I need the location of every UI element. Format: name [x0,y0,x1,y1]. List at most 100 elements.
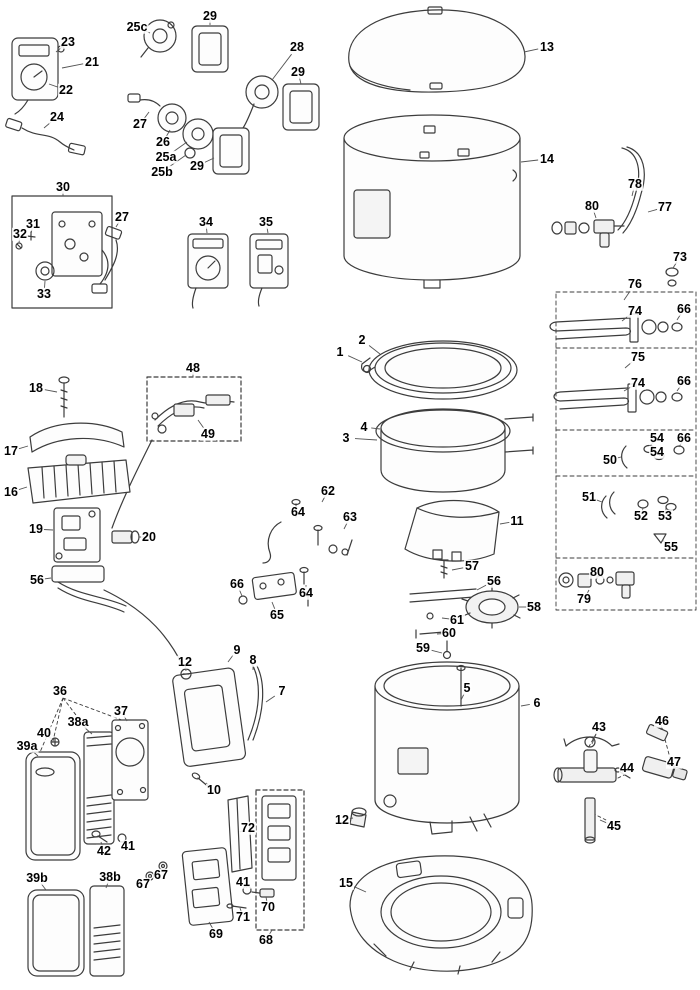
dashed-group-box-right [555,291,697,611]
part-cover-plate-29b [212,127,250,175]
leader-line [441,617,451,620]
leader-line [18,238,21,244]
leader-line [354,438,378,441]
part-tubes-56-left [51,565,184,667]
part-front-cover-39b [27,889,85,977]
part-cover-17 [29,422,125,453]
leader-line [227,655,234,663]
part-motor-25c [140,19,177,58]
part-outer-casing-14 [343,114,521,289]
part-cover-plate-29a [191,25,229,73]
leader-line [239,907,243,914]
part-cover-plate-29c [282,83,320,131]
part-screw-40 [50,737,60,747]
leader-line [169,154,187,168]
leader-line [460,693,465,701]
part-lid-13 [348,6,526,93]
leader-line [61,63,84,69]
part-adapter-plate-37 [111,719,149,801]
part-drain-valve-43-44-45 [553,736,631,844]
leader-line [354,886,367,893]
leader-line [18,445,29,450]
part-screw-18 [58,376,70,418]
part-fitting-set-80-79-bottom [558,571,635,599]
leader-line [44,389,58,393]
part-burner-assembly-56-61 [409,559,521,660]
part-mounting-bracket-9 [172,667,247,767]
leader-line [499,521,510,525]
part-fasteners-62-63-64 [262,498,353,564]
part-cable-24 [5,117,86,156]
leader-line [47,735,54,741]
part-fitting-set-80-top [551,219,625,248]
part-tank-body-3-4 [375,408,534,493]
leader-line [614,456,622,460]
part-heating-element-75-74-66 [553,383,683,413]
leader-line [348,355,363,363]
leader-line [43,577,52,580]
leader-line [48,83,59,88]
leader-line [238,589,243,597]
part-bracket-69 [181,847,234,926]
part-base-tray-16 [27,454,131,504]
leader-line [266,226,269,234]
leader-line [631,189,635,197]
part-front-cover-39a [25,751,81,861]
leader-line [523,48,539,53]
leader-line [44,280,46,289]
leader-line [143,111,150,119]
leader-line [173,141,188,153]
part-seal-rings-67 [145,861,168,881]
part-tube-7-8 [247,663,264,741]
leader-line [115,221,120,228]
part-grille-38a [83,731,115,845]
part-base-ring-15 [349,855,533,975]
leader-line [676,313,682,321]
part-seals-51-52-53-55 [601,491,677,544]
leader-line [676,385,682,392]
part-seal-73 [665,267,679,287]
part-wiring-harness-48-49 [111,376,242,529]
part-rail-72 [227,795,253,873]
leader-line [599,819,608,824]
part-fitting-46 [645,724,669,742]
leader-line [184,665,187,672]
part-bolts-70-71-41 [226,885,275,909]
leader-line [265,695,276,703]
leader-line [43,121,52,129]
leader-line [43,529,54,531]
part-vent-tube-78 [617,146,645,234]
part-heating-element-76-74-66 [549,313,683,343]
leader-line [451,567,464,571]
leader-lines-layer [18,20,683,936]
leader-line [265,896,268,903]
leader-line [268,929,273,936]
part-motors-26-25a-25b [127,93,214,159]
part-control-box-30 [11,195,123,309]
leader-line [84,727,93,735]
leader-line [40,883,47,891]
leader-line [205,226,208,234]
leader-line [660,724,662,731]
leader-line [18,486,28,491]
leader-line [271,53,292,81]
leader-line [343,522,348,530]
leader-line [647,208,658,213]
leader-line [623,290,631,301]
leader-line [665,507,667,513]
part-inner-container-5-6 [374,661,520,835]
leader-line [520,159,539,163]
leader-line [298,77,302,85]
leader-line [371,427,381,430]
leader-line [593,211,597,219]
leader-line [197,419,204,428]
leader-line [321,495,326,503]
leader-line [204,157,215,163]
leader-line [658,453,661,457]
leader-line [271,601,276,610]
leader-line [476,584,487,591]
part-fitting-20 [111,530,140,544]
part-clamp-block-64-65-66 [238,566,313,607]
